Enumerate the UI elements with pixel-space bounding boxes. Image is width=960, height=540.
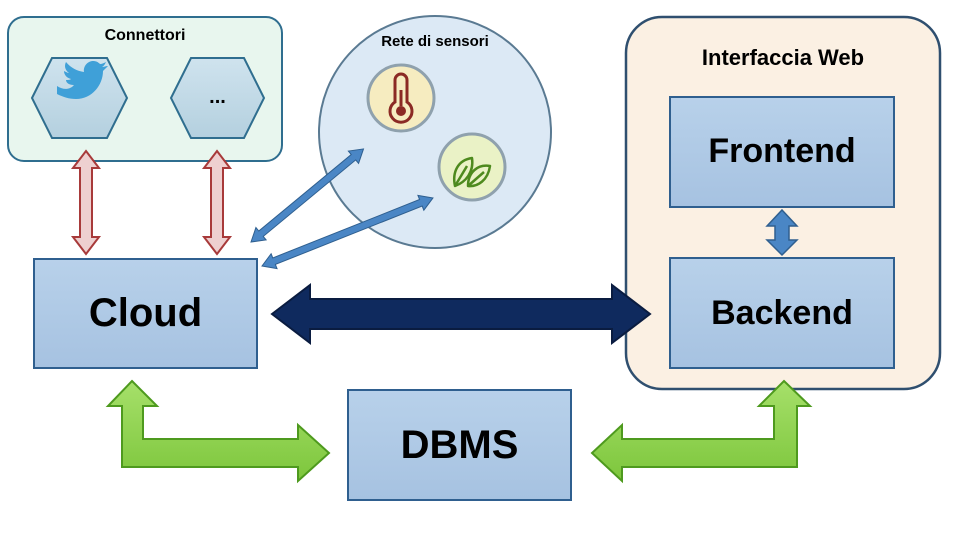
backend-label: Backend — [711, 294, 853, 332]
leaves-cloud-arrow — [261, 194, 434, 270]
thermometer-cloud-arrow — [250, 148, 365, 243]
cloud-label: Cloud — [88, 291, 203, 335]
leaves-icon — [453, 156, 492, 188]
connector-cloud-arrow-right — [201, 149, 233, 256]
backend-dbms-arrow — [590, 379, 813, 484]
sensor-network-circle — [318, 15, 552, 249]
connectors-title: Connettori — [104, 27, 186, 44]
frontend-label: Frontend — [708, 132, 856, 170]
connector-more-label: ... — [209, 86, 226, 108]
twitter-bird-icon — [57, 61, 108, 99]
cloud-box — [33, 258, 258, 369]
frontend-box — [669, 96, 895, 208]
sensor-network-title: Rete di sensori — [381, 33, 489, 50]
cloud-dbms-arrow — [105, 379, 331, 484]
dbms-label: DBMS — [400, 423, 519, 467]
cloud-backend-arrow — [270, 282, 652, 346]
connector-more-hexagon — [169, 57, 266, 139]
thermometer-icon — [388, 72, 414, 124]
connector-cloud-arrow-left — [70, 149, 102, 256]
dbms-box — [347, 389, 572, 501]
frontend-backend-arrow — [765, 208, 799, 257]
backend-box — [669, 257, 895, 369]
web-interface-title: Interfaccia Web — [701, 45, 865, 70]
